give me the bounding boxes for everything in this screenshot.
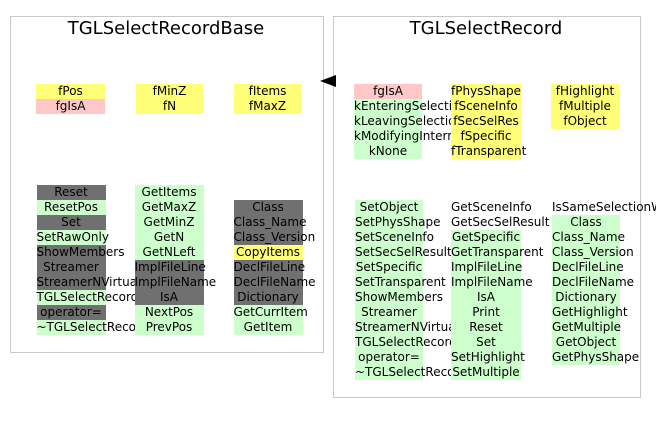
derived-class-title: TGLSelectRecord bbox=[409, 18, 563, 39]
method-item[interactable]: Print bbox=[451, 305, 521, 320]
data-member[interactable]: fHighlight bbox=[551, 84, 619, 99]
method-item[interactable]: ImplFileLine bbox=[451, 260, 523, 275]
base-data-col-1: fPos fgIsA bbox=[36, 84, 105, 114]
method-item[interactable]: DeclFileName bbox=[233, 275, 316, 290]
method-item[interactable]: GetItem bbox=[233, 320, 303, 335]
method-item[interactable]: Streamer bbox=[36, 260, 106, 275]
method-item[interactable]: ShowMembers bbox=[36, 245, 125, 260]
derived-method-col-1: SetObject SetPhysShape SetSceneInfo SetS… bbox=[330, 200, 467, 380]
method-item[interactable]: GetPhysShape bbox=[552, 350, 640, 365]
derived-data-col-2: fPhysShape fSceneInfo fSecSelRes fSpecif… bbox=[446, 84, 526, 159]
method-item[interactable]: Reset bbox=[36, 185, 106, 200]
method-item[interactable]: operator= bbox=[355, 350, 423, 365]
method-item[interactable]: ~TGLSelectRecord bbox=[355, 365, 467, 380]
base-method-col-2: GetItems GetMaxZ GetMinZ GetN GetNLeft I… bbox=[126, 185, 217, 335]
derived-method-col-3: IsSameSelectionWise Class Class_Name Cla… bbox=[526, 200, 656, 365]
data-member[interactable]: fgIsA bbox=[36, 99, 105, 114]
data-member[interactable]: kModifyingInternalSelection bbox=[354, 129, 521, 144]
method-item[interactable]: GetSecSelResult bbox=[451, 215, 550, 230]
data-member[interactable]: fN bbox=[136, 99, 203, 114]
method-item[interactable]: ResetPos bbox=[36, 200, 106, 215]
method-item[interactable]: GetCurrItem bbox=[233, 305, 308, 320]
method-item[interactable]: StreamerNVirtual bbox=[355, 320, 459, 335]
method-item[interactable]: PrevPos bbox=[134, 320, 204, 335]
data-member[interactable]: fSecSelRes bbox=[451, 114, 521, 129]
inheritance-arrow-icon bbox=[320, 75, 336, 87]
data-member[interactable]: fPos bbox=[36, 84, 105, 99]
method-item[interactable]: CopyItems bbox=[233, 245, 303, 260]
method-item[interactable]: GetObject bbox=[552, 335, 620, 350]
method-item[interactable]: SetSceneInfo bbox=[355, 230, 435, 245]
method-item[interactable]: NextPos bbox=[134, 305, 204, 320]
data-member[interactable]: fItems bbox=[234, 84, 301, 99]
method-item[interactable]: SetPhysShape bbox=[355, 215, 441, 230]
method-item[interactable]: Reset bbox=[451, 320, 521, 335]
method-item[interactable]: SetMultiple bbox=[451, 365, 521, 380]
method-item[interactable]: DeclFileLine bbox=[233, 260, 306, 275]
data-member[interactable]: fMultiple bbox=[551, 99, 619, 114]
method-item[interactable]: GetN bbox=[134, 230, 204, 245]
base-data-col-2: fMinZ fN bbox=[136, 84, 203, 114]
method-item[interactable]: GetSpecific bbox=[451, 230, 521, 245]
method-item[interactable]: ~TGLSelectRecordBase bbox=[36, 320, 178, 335]
base-method-col-3: Class Class_Name Class_Version CopyItems… bbox=[222, 200, 316, 335]
data-member[interactable]: kLeavingSelection bbox=[354, 114, 464, 129]
method-item[interactable]: Streamer bbox=[355, 305, 423, 320]
method-item[interactable]: TGLSelectRecordBase bbox=[36, 290, 168, 305]
method-item[interactable]: SetObject bbox=[355, 200, 423, 215]
method-item[interactable]: ShowMembers bbox=[355, 290, 443, 305]
method-item[interactable]: SetSpecific bbox=[355, 260, 423, 275]
data-member[interactable]: fSceneInfo bbox=[451, 99, 521, 114]
method-item[interactable]: ImplFileName bbox=[451, 275, 533, 290]
data-member[interactable]: fPhysShape bbox=[451, 84, 521, 99]
method-item[interactable]: IsA bbox=[134, 290, 204, 305]
method-item[interactable]: GetItems bbox=[134, 185, 204, 200]
method-item[interactable]: Class_Name bbox=[552, 230, 625, 245]
method-item[interactable]: Class_Version bbox=[552, 245, 634, 260]
method-item[interactable]: Dictionary bbox=[552, 290, 620, 305]
method-item[interactable]: DeclFileName bbox=[552, 275, 635, 290]
derived-data-col-3: fHighlight fMultiple fObject bbox=[551, 84, 619, 129]
base-data-col-3: fItems fMaxZ bbox=[234, 84, 301, 114]
base-class-title: TGLSelectRecordBase bbox=[67, 18, 265, 39]
data-member[interactable]: kEnteringSelection bbox=[354, 99, 468, 114]
data-member[interactable]: fgIsA bbox=[354, 84, 422, 99]
method-item[interactable]: Class bbox=[552, 215, 620, 230]
method-item[interactable]: GetSceneInfo bbox=[451, 200, 532, 215]
method-item[interactable]: SetSecSelResult bbox=[355, 245, 452, 260]
data-member[interactable]: fMinZ bbox=[136, 84, 203, 99]
derived-method-col-2: GetSceneInfo GetSecSelResult GetSpecific… bbox=[434, 200, 550, 380]
method-item[interactable]: GetHighlight bbox=[552, 305, 628, 320]
method-item[interactable]: GetMinZ bbox=[134, 215, 204, 230]
method-item[interactable]: IsA bbox=[451, 290, 521, 305]
data-member[interactable]: fSpecific bbox=[451, 129, 521, 144]
method-item[interactable]: DeclFileLine bbox=[552, 260, 624, 275]
method-item[interactable]: Set bbox=[36, 215, 106, 230]
data-member[interactable]: fMaxZ bbox=[234, 99, 301, 114]
method-item[interactable]: ImplFileLine bbox=[134, 260, 206, 275]
method-item[interactable]: operator= bbox=[36, 305, 106, 320]
method-item[interactable]: SetHighlight bbox=[451, 350, 525, 365]
method-item[interactable]: Dictionary bbox=[233, 290, 303, 305]
method-item[interactable]: GetNLeft bbox=[134, 245, 204, 260]
method-item[interactable]: Set bbox=[451, 335, 521, 350]
method-item[interactable]: IsSameSelectionWise bbox=[552, 200, 656, 215]
method-item[interactable]: SetTransparent bbox=[355, 275, 446, 290]
method-item[interactable]: Class_Name bbox=[233, 215, 307, 230]
data-member[interactable]: fTransparent bbox=[451, 144, 527, 159]
method-item[interactable]: Class_Version bbox=[233, 230, 316, 245]
base-method-col-1: Reset ResetPos Set SetRawOnly ShowMember… bbox=[4, 185, 178, 335]
method-item[interactable]: SetRawOnly bbox=[36, 230, 109, 245]
method-item[interactable]: TGLSelectRecord bbox=[355, 335, 457, 350]
method-item[interactable]: Class bbox=[233, 200, 303, 215]
data-member[interactable]: fObject bbox=[551, 114, 619, 129]
method-item[interactable]: ImplFileName bbox=[134, 275, 217, 290]
data-member[interactable]: kNone bbox=[354, 144, 422, 159]
method-item[interactable]: GetTransparent bbox=[451, 245, 544, 260]
method-item[interactable]: GetMultiple bbox=[552, 320, 622, 335]
method-item[interactable]: StreamerNVirtual bbox=[36, 275, 141, 290]
method-item[interactable]: GetMaxZ bbox=[134, 200, 204, 215]
